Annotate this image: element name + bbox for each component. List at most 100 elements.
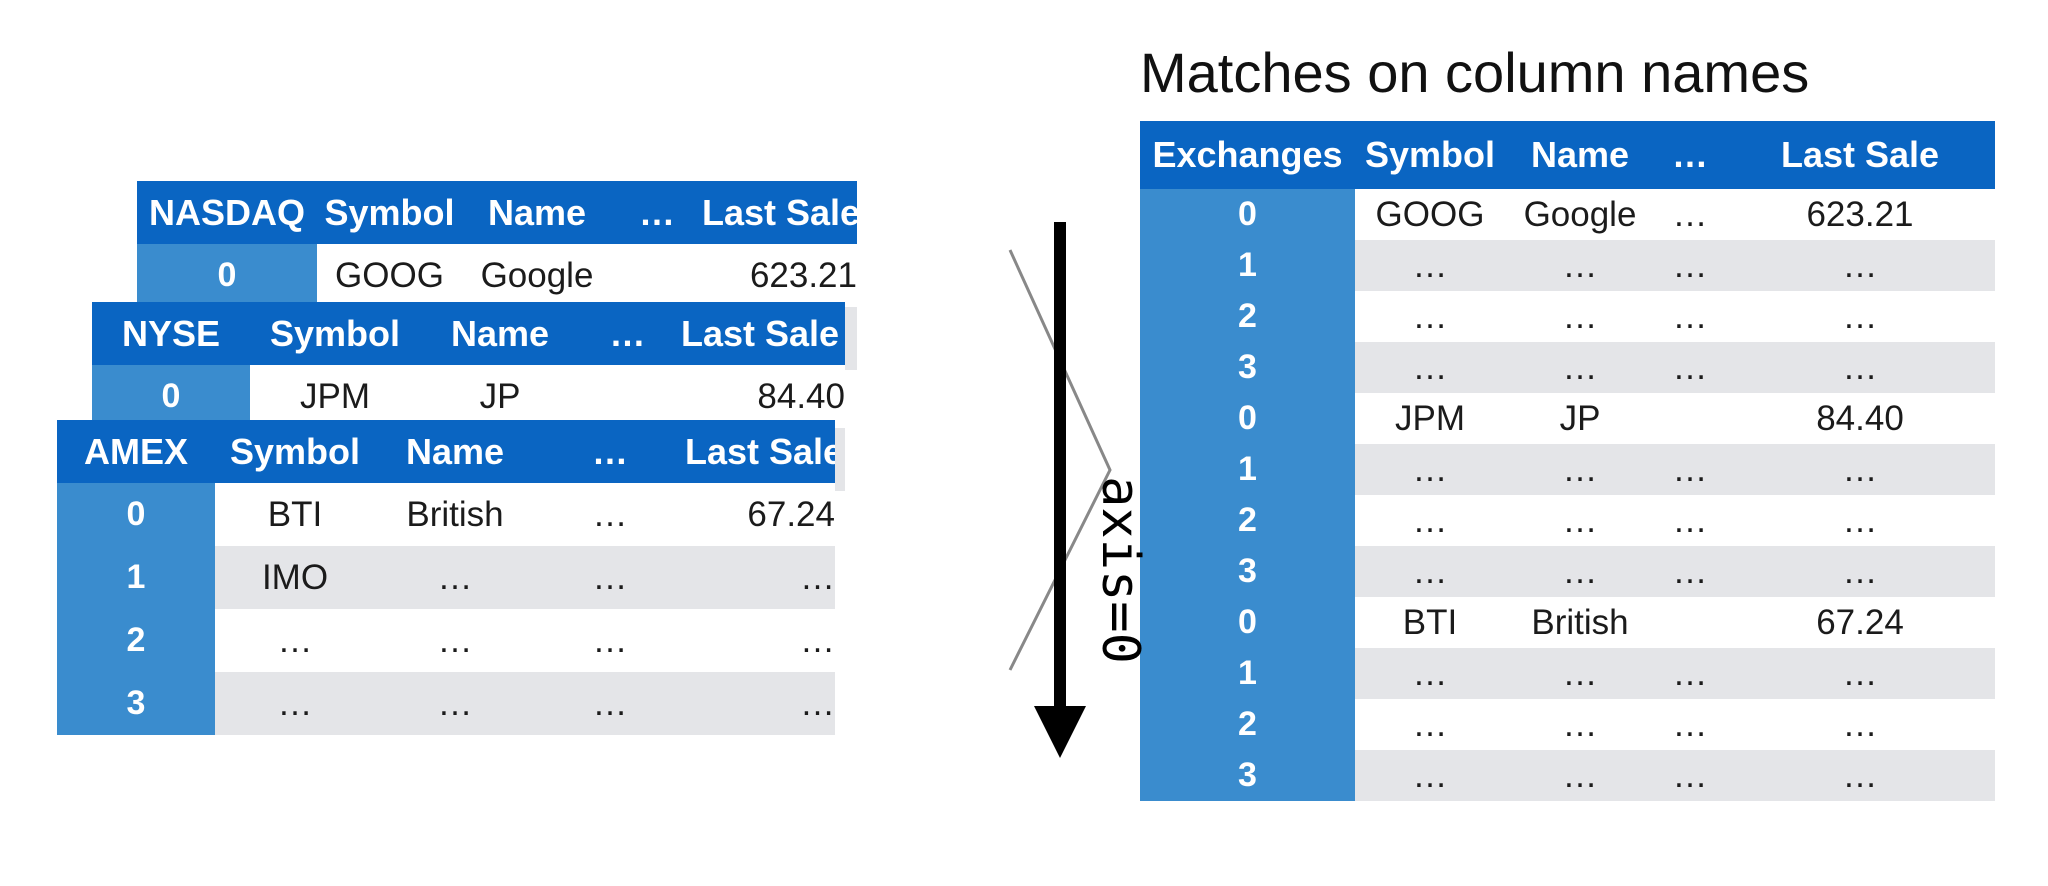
table-cell: …	[1672, 297, 1708, 336]
table-cell: …	[1562, 705, 1598, 744]
table-name-header: AMEX	[83, 431, 188, 472]
table-cell: 623.21	[749, 256, 857, 295]
table-cell: …	[592, 558, 628, 597]
table-cell: JP	[1559, 399, 1601, 438]
table-cell: …	[1842, 297, 1878, 336]
column-header: Name	[487, 192, 587, 233]
table-cell: …	[1562, 654, 1598, 693]
row-index: 3	[1140, 750, 1355, 801]
table-cell: British	[406, 495, 504, 534]
table-cell: …	[1412, 552, 1448, 591]
table-cell: JP	[479, 377, 521, 416]
axis-arrow	[1008, 222, 1112, 758]
table-cell: …	[277, 621, 313, 660]
table-cell: …	[1672, 450, 1708, 489]
row-index: 3	[57, 672, 215, 735]
table-cell: …	[1562, 552, 1598, 591]
table-cell: …	[1672, 654, 1708, 693]
table-cell: …	[1412, 246, 1448, 285]
column-header: Name	[405, 431, 505, 472]
table-row: 0 JPM JP 84.40	[1140, 393, 1995, 444]
table-name-header: NASDAQ	[148, 192, 305, 233]
table-cell: …	[1672, 705, 1708, 744]
table-cell: …	[1672, 552, 1708, 591]
table-name-header: NYSE	[121, 313, 221, 354]
table-cell: …	[1672, 756, 1708, 795]
table-cell: …	[1842, 450, 1878, 489]
table-cell: …	[800, 684, 835, 723]
table-row: 2…………	[1140, 495, 1995, 546]
table-cell: …	[592, 684, 628, 723]
table-cell: …	[1842, 654, 1878, 693]
table-cell: …	[592, 621, 628, 660]
table-row: 1…………	[1140, 648, 1995, 699]
table-cell: JPM	[1395, 399, 1465, 438]
table-name-header: Exchanges	[1152, 134, 1343, 175]
row-index: 3	[1140, 546, 1355, 597]
table-row: 1…………	[1140, 444, 1995, 495]
row-index: 2	[1140, 495, 1355, 546]
column-header: Symbol	[324, 192, 455, 233]
table-row: 3 … … … …	[1140, 546, 1995, 597]
table-row: 3…………	[1140, 750, 1995, 801]
column-header: Symbol	[229, 431, 361, 472]
column-header: Last Sale	[685, 431, 835, 472]
header-row: NASDAQ Symbol Name … Last Sale	[137, 181, 857, 244]
table-cell: …	[1412, 705, 1448, 744]
table-cell: …	[1562, 501, 1598, 540]
column-header: Last Sale	[702, 192, 857, 233]
stack-bracket	[1008, 249, 1112, 671]
row-index: 0	[137, 244, 317, 307]
column-header: Symbol	[269, 313, 401, 354]
row-index: 0	[1140, 393, 1355, 444]
table-cell: …	[1842, 246, 1878, 285]
table-cell: GOOG	[1375, 195, 1485, 234]
axis-label: axis=0	[1090, 476, 1150, 664]
table-cell: Google	[1523, 195, 1637, 234]
table-cell: …	[1562, 348, 1598, 387]
table-cell: …	[1412, 756, 1448, 795]
table-cell: …	[1842, 552, 1878, 591]
table-cell: JPM	[300, 377, 370, 416]
table-cell: BTI	[1402, 603, 1458, 642]
table-cell: …	[1412, 297, 1448, 336]
table-cell: Google	[480, 256, 594, 295]
column-header: Last Sale	[1780, 134, 1940, 175]
table-cell: …	[1672, 348, 1708, 387]
table-cell: …	[1842, 705, 1878, 744]
table-cell: …	[437, 558, 473, 597]
column-header: …	[639, 192, 675, 233]
row-index: 0	[1140, 189, 1355, 240]
row-index: 1	[57, 546, 215, 609]
table-row: 1 … … … …	[1140, 240, 1995, 291]
table-row: 3…………	[1140, 342, 1995, 393]
table-row: 2…………	[1140, 291, 1995, 342]
row-index: 2	[57, 609, 215, 672]
column-header: Name	[1530, 134, 1630, 175]
table-cell: British	[1531, 603, 1629, 642]
column-header: Symbol	[1364, 134, 1496, 175]
row-index: 1	[1140, 240, 1355, 291]
table-cell: …	[800, 621, 835, 660]
column-header: …	[592, 431, 628, 472]
table-cell: …	[437, 684, 473, 723]
table-cell: 623.21	[1806, 195, 1914, 234]
table-cell	[1655, 597, 1725, 648]
table-row: 2…………	[1140, 699, 1995, 750]
table-cell: …	[1562, 450, 1598, 489]
row-index: 0	[57, 483, 215, 546]
table-cell: …	[1842, 756, 1878, 795]
table-cell: …	[1842, 348, 1878, 387]
table-cell: 84.40	[1816, 399, 1904, 438]
table-cell: …	[1562, 297, 1598, 336]
table-cell: 67.24	[1816, 603, 1904, 642]
table-cell: …	[1672, 246, 1708, 285]
table-cell: …	[1562, 246, 1598, 285]
table-row: 2…………	[57, 609, 835, 672]
result-title: Matches on column names	[1140, 41, 1810, 104]
table-cell	[612, 244, 702, 307]
